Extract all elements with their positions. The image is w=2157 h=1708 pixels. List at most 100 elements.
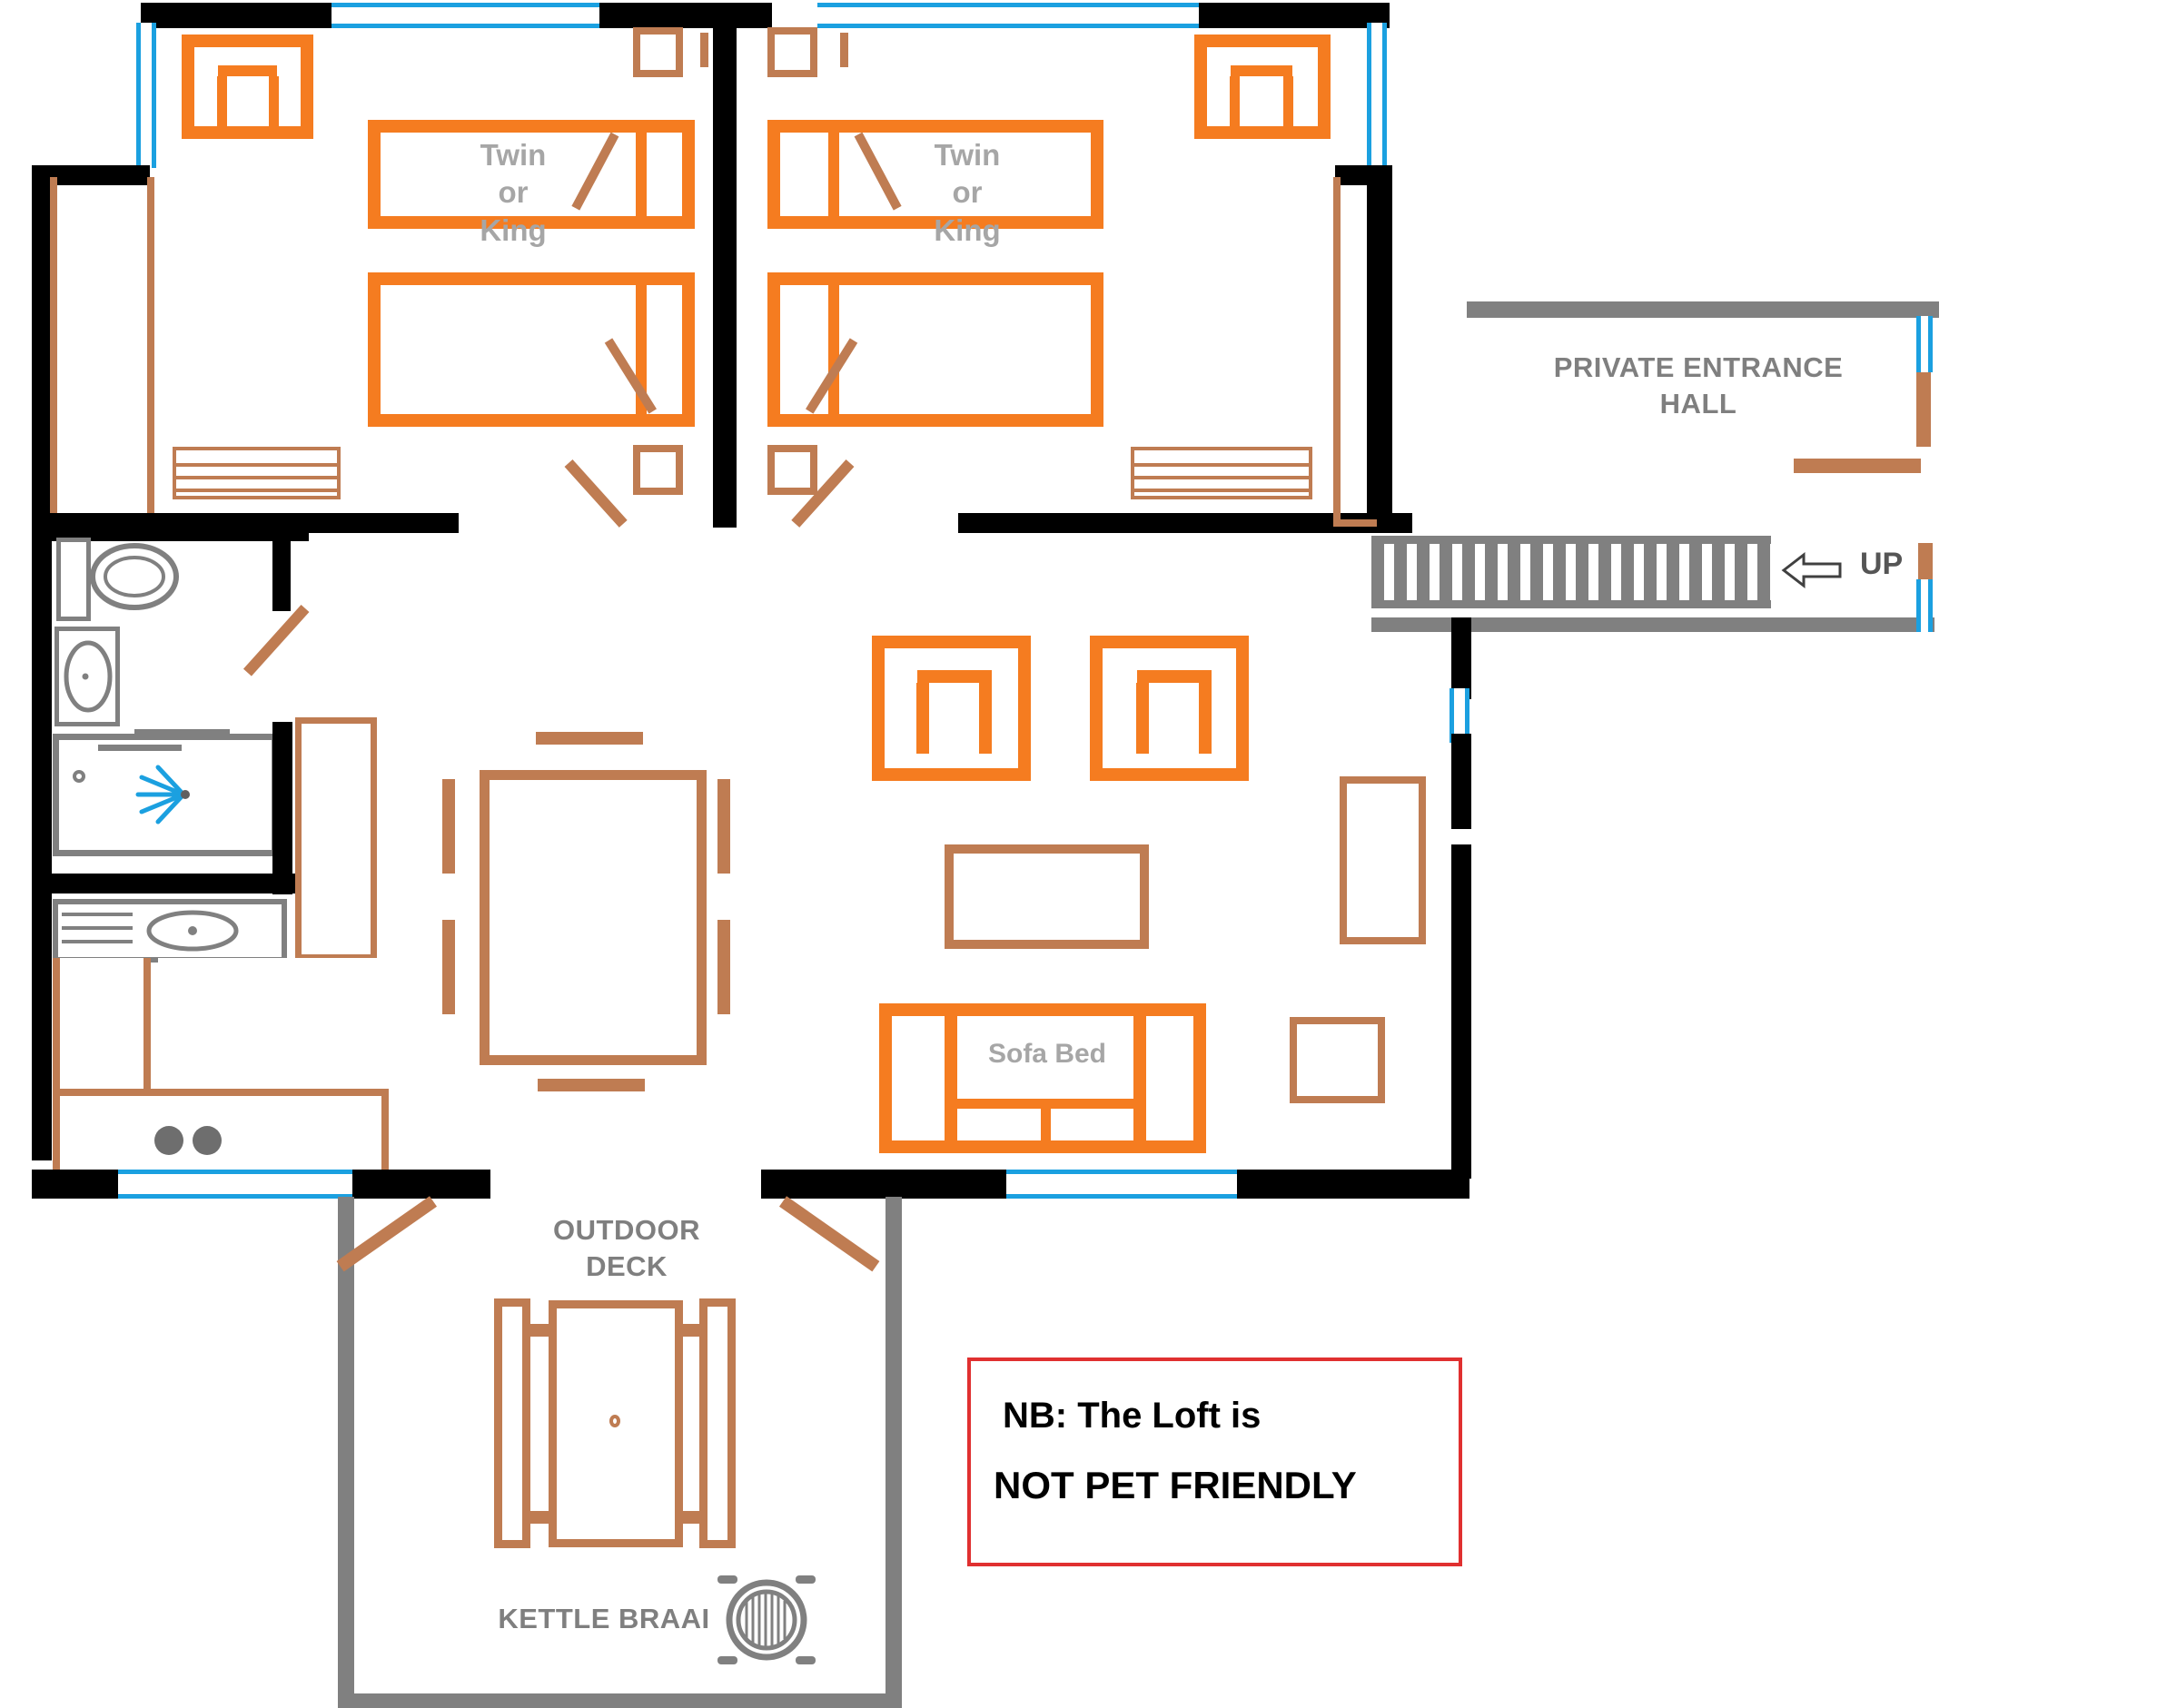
dining-chair-left-upper xyxy=(442,779,455,874)
entrance-hall-label-line-2: HALL xyxy=(1659,388,1737,420)
dining-chair-left-lower xyxy=(442,920,455,1014)
closet-right-bedroom xyxy=(1333,177,1377,527)
dining-chair-right-upper xyxy=(717,779,730,874)
deck-bench-left xyxy=(494,1298,530,1548)
bed-bedroom-left-upper-pillow-divider xyxy=(636,120,647,229)
lamp-bedroom-right xyxy=(840,33,848,67)
stair-tread xyxy=(1417,541,1430,603)
wall-bedroom-right-bottom xyxy=(958,513,1412,533)
stair-tread xyxy=(1576,541,1588,603)
vanity-drawers-icon xyxy=(62,906,133,955)
dining-table xyxy=(480,770,707,1065)
dresser-bedroom-right xyxy=(1131,447,1312,499)
armchair-living-right-armrest-2 xyxy=(1199,670,1212,754)
wall-bottom-right-segment xyxy=(1237,1170,1469,1199)
sofa-bed-seat-divider xyxy=(957,1099,1133,1109)
deck-wall-right xyxy=(886,1197,902,1708)
dresser-bedroom-right-line-2 xyxy=(1134,476,1309,479)
dresser-bedroom-left xyxy=(173,447,341,499)
wall-bathroom-bottom xyxy=(32,874,295,893)
toilet-cistern xyxy=(56,538,91,621)
kitchen-counter-inner-edge-horizontal xyxy=(151,1089,389,1096)
side-table-square xyxy=(1290,1017,1385,1103)
wall-right-closet-top xyxy=(1335,165,1392,185)
bed-bedroom-right-lower xyxy=(767,272,1103,427)
lamp-bedroom-left xyxy=(700,33,708,67)
bed-bedroom-right-lower-pillow-divider xyxy=(828,272,839,427)
armchair-living-right-armrest-1 xyxy=(1136,683,1149,754)
window-hall-right-lower xyxy=(1916,579,1933,632)
door-hall-lower-right xyxy=(1918,543,1933,581)
stair-tread xyxy=(1712,541,1725,603)
dining-chair-bottom xyxy=(538,1079,645,1091)
bed-label-bedroom-right: Twin or King xyxy=(854,136,1081,249)
stair-tread xyxy=(1667,541,1679,603)
armchair-bedroom-right-armrest xyxy=(1230,76,1240,126)
dining-chair-right-lower xyxy=(717,920,730,1014)
armchair-living-left-back xyxy=(917,670,981,683)
armchair-bedroom-left-armrest xyxy=(217,76,227,126)
armchair-bedroom-right-seat xyxy=(1231,65,1292,76)
bed-label-line-3: King xyxy=(480,212,547,247)
stair-tread xyxy=(1462,541,1475,603)
armchair-bedroom-left-armrest-2 xyxy=(269,76,279,126)
bathtub-drain-icon xyxy=(73,770,85,783)
bathtub-rim-inner xyxy=(98,745,182,751)
wall-top-middle-segment xyxy=(599,3,772,28)
wall-bathroom-right xyxy=(272,722,292,894)
window-hall-right-upper xyxy=(1916,316,1933,372)
window-left-bedroom-side xyxy=(136,23,156,168)
stair-tread xyxy=(1485,541,1498,603)
bed-label-right-line-2: or xyxy=(952,175,983,210)
closet-left-bedroom xyxy=(50,177,154,531)
bed-bedroom-right-upper-pillow-divider xyxy=(828,120,839,229)
stair-stringer-bottom xyxy=(1371,600,1771,608)
stair-tread xyxy=(1553,541,1566,603)
wall-bedroom-divider xyxy=(713,3,737,528)
vanity-sink-icon xyxy=(145,906,241,955)
bed-label-right-line-3: King xyxy=(934,212,1001,247)
stair-tread xyxy=(1757,541,1770,603)
stair-tread xyxy=(1598,541,1611,603)
deck-wall-left xyxy=(338,1197,354,1708)
armchair-bedroom-right-armrest-2 xyxy=(1283,76,1293,126)
wall-top-right-segment xyxy=(1199,3,1390,28)
wall-right-exterior-upper xyxy=(1451,617,1471,699)
bidet-bowl-icon xyxy=(62,636,114,717)
sofa-bed-label: Sofa Bed xyxy=(987,1039,1107,1069)
wall-hall-bottom xyxy=(1371,617,1934,632)
window-right-bedroom-side xyxy=(1367,23,1387,168)
stair-tread xyxy=(1371,541,1384,603)
stair-tread xyxy=(1735,541,1747,603)
deck-table-centre-hole-icon xyxy=(609,1415,620,1427)
wall-right-closet-vertical xyxy=(1367,165,1392,533)
armchair-bedroom-right xyxy=(1194,35,1331,139)
wall-right-exterior-lower xyxy=(1451,844,1471,1179)
bed-label-line-2: or xyxy=(498,175,529,210)
wall-top-left-segment xyxy=(141,3,331,28)
dresser-bedroom-left-line-1 xyxy=(176,463,337,467)
wall-bathroom-top xyxy=(32,525,309,541)
hob-burner-right-icon xyxy=(193,1126,222,1155)
hob-burner-left-icon xyxy=(154,1126,183,1155)
stair-tread xyxy=(1394,541,1407,603)
kitchen-counter-mask-fill xyxy=(158,958,389,1089)
pet-policy-note-line-2: NOT PET FRIENDLY xyxy=(994,1464,1357,1506)
kitchen-counter-inner-mask xyxy=(60,958,151,1096)
dresser-bedroom-right-line-3 xyxy=(1134,489,1309,492)
nightstand-bedroom-left-bottom xyxy=(633,445,683,495)
stair-stringer-top xyxy=(1371,536,1771,544)
bed-bedroom-right-upper xyxy=(767,120,1103,229)
deck-bench-left-connector-bottom xyxy=(529,1511,551,1524)
up-label: UP xyxy=(1860,547,1904,581)
kettle-braai-icon xyxy=(708,1565,825,1675)
window-bottom-kitchen xyxy=(118,1170,356,1199)
bed-label-line-1: Twin xyxy=(480,138,547,172)
sofa-bed-armrest-left xyxy=(945,1016,957,1153)
bed-bedroom-left-upper xyxy=(368,120,695,229)
deck-bench-left-connector-top xyxy=(529,1324,551,1337)
window-top-bedroom-right xyxy=(817,3,1203,28)
outdoor-deck-label-line-1: OUTDOOR xyxy=(553,1214,700,1246)
deck-bench-right-connector-bottom xyxy=(680,1511,702,1524)
stair-tread xyxy=(1621,541,1634,603)
